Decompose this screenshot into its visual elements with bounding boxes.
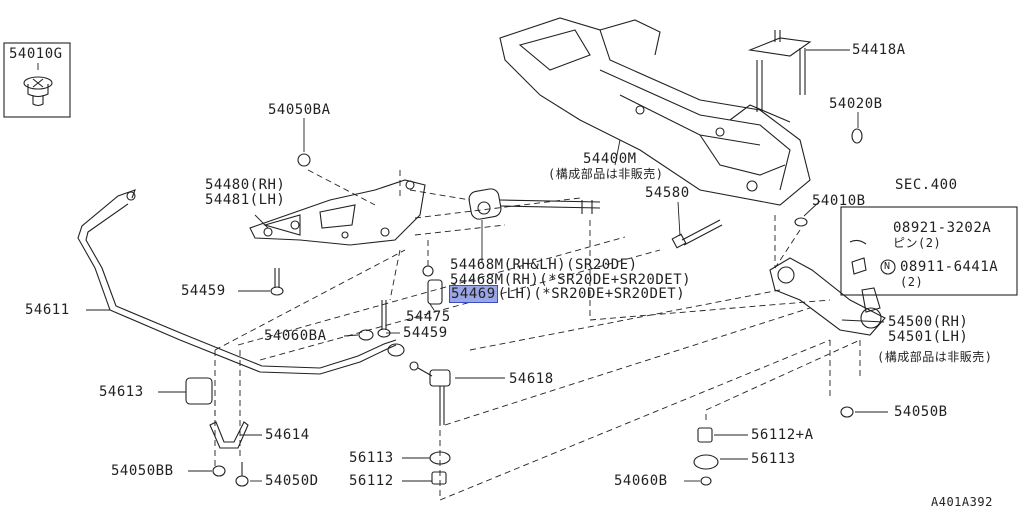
clamp-54614: [209, 421, 249, 449]
label-54580[interactable]: 54580: [645, 185, 690, 201]
label-54459-a[interactable]: 54459: [181, 283, 226, 299]
bolt-54459-a: [270, 268, 284, 296]
label-54060B[interactable]: 54060B: [614, 473, 668, 489]
label-54501[interactable]: 54501(LH): [888, 329, 969, 345]
tension-rod: [468, 188, 601, 220]
bushing-54475: [422, 265, 443, 305]
stud-plate-54418A: [747, 30, 812, 112]
clip-icon: [23, 76, 53, 107]
bracket-54480: [249, 179, 426, 246]
label-54614[interactable]: 54614: [265, 427, 310, 443]
nut-54050B: [840, 406, 854, 418]
sec400-box: [840, 206, 1018, 296]
bolt-54459-b: [377, 300, 391, 338]
label-54469-row[interactable]: 54469(LH)(*SR20DE+SR20DET): [449, 285, 686, 303]
label-54469-rest: (LH)(*SR20DE+SR20DET): [497, 286, 686, 302]
label-56113-a[interactable]: 56113: [349, 450, 394, 466]
label-56112[interactable]: 56112: [349, 473, 394, 489]
label-54010B[interactable]: 54010B: [812, 193, 866, 209]
lower-arm-54500: [769, 257, 886, 336]
label-08911-sub: (2): [900, 275, 924, 289]
nut-icon: [851, 257, 867, 275]
stabilizer-bar-54611: [77, 189, 405, 375]
bushing-56112: [431, 471, 447, 485]
label-54400M-note: (構成部品は非販売): [548, 167, 664, 181]
nut-54050BA: [297, 153, 311, 167]
nut-54060B: [700, 476, 712, 486]
label-54060BA[interactable]: 54060BA: [264, 328, 327, 344]
nut-54060BA: [358, 329, 374, 341]
stabilizer-link-54618: [409, 361, 451, 425]
label-54618[interactable]: 54618: [509, 371, 554, 387]
bushing-54613: [185, 377, 213, 405]
label-54010G[interactable]: 54010G: [9, 46, 63, 62]
label-54459-b[interactable]: 54459: [403, 325, 448, 341]
nut-54050D: [235, 475, 249, 487]
label-54020B[interactable]: 54020B: [829, 96, 883, 112]
label-56113-b[interactable]: 56113: [751, 451, 796, 467]
label-54611[interactable]: 54611: [25, 302, 70, 318]
label-54050D[interactable]: 54050D: [265, 473, 319, 489]
n-circle-icon: [880, 259, 896, 275]
insulator-56113-b: [693, 454, 719, 470]
bolt-54580: [671, 219, 723, 249]
pin-icon: [849, 239, 867, 245]
label-54481[interactable]: 54481(LH): [205, 192, 286, 208]
washer-54020B: [851, 128, 863, 144]
clip-box: [3, 42, 71, 118]
label-54050BB[interactable]: 54050BB: [111, 463, 174, 479]
label-54400M[interactable]: 54400M: [583, 151, 637, 167]
label-08921[interactable]: 08921-3202A: [893, 220, 992, 236]
label-54418A[interactable]: 54418A: [852, 42, 906, 58]
label-54050B[interactable]: 54050B: [894, 404, 948, 420]
nut-54050BB: [212, 465, 226, 477]
label-54469-highlighted[interactable]: 54469: [449, 285, 498, 303]
crossmember-54400M: [499, 17, 811, 206]
label-54475[interactable]: 54475: [406, 309, 451, 325]
label-sec400[interactable]: SEC.400: [895, 177, 958, 193]
label-54613[interactable]: 54613: [99, 384, 144, 400]
label-08911[interactable]: 08911-6441A: [900, 259, 999, 275]
label-54480[interactable]: 54480(RH): [205, 177, 286, 193]
label-54500[interactable]: 54500(RH): [888, 314, 969, 330]
label-54468-2[interactable]: 54468M(RH)(*SR20DE+SR20DET): [450, 272, 692, 288]
label-54500-note: (構成部品は非販売): [877, 350, 993, 364]
bushing-56112A: [697, 427, 713, 443]
label-08921-sub: ピン(2): [893, 236, 942, 250]
label-56112A[interactable]: 56112+A: [751, 427, 814, 443]
figure-code: A401A392: [931, 495, 993, 509]
label-08911-prefix: N: [884, 261, 891, 272]
label-54050BA[interactable]: 54050BA: [268, 102, 331, 118]
label-54468-1[interactable]: 54468M(RH&LH)(SR20DE): [450, 257, 638, 273]
washer-54010B: [794, 217, 808, 227]
